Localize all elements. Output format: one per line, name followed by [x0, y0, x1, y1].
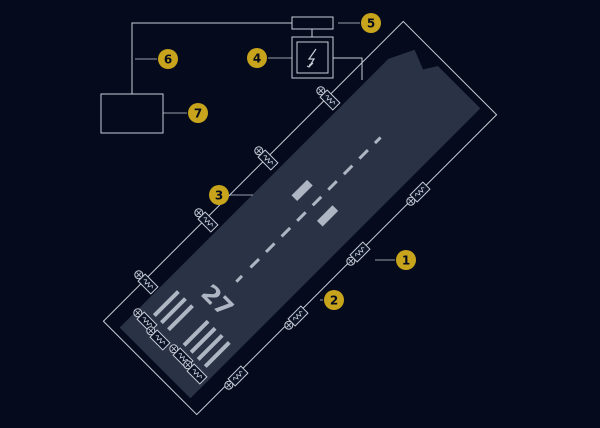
callout-6[interactable]: 6 — [158, 49, 178, 69]
runway-edge-light-icon — [254, 146, 279, 171]
runway-edge-light-icon — [406, 181, 431, 206]
callout-1[interactable]: 1 — [396, 250, 416, 270]
runway-edge-light-icon — [146, 326, 171, 351]
runway-border — [102, 20, 498, 416]
runway-edge-light-icon — [224, 365, 249, 390]
runway-edge-light-icon — [316, 86, 341, 111]
callout-5-label: 5 — [367, 17, 375, 31]
callout-3-label: 3 — [215, 189, 223, 203]
control-cabinet — [100, 93, 164, 134]
callout-6-label: 6 — [164, 53, 172, 67]
centerline — [235, 136, 382, 283]
runway-surface — [119, 49, 481, 399]
lightning-protection-box — [291, 36, 334, 79]
runway: 27 — [102, 20, 498, 416]
runway-edge-light-icon — [194, 208, 219, 233]
callout-leaders — [135, 22, 395, 301]
threshold-markings — [152, 290, 231, 368]
callout-7-label: 7 — [194, 107, 202, 121]
callout-4[interactable]: 4 — [247, 48, 267, 68]
callout-1-label: 1 — [402, 254, 410, 268]
runway-edge-light-icon — [134, 270, 159, 295]
runway-edge-light-icon — [284, 305, 309, 330]
runway-edge-light-icon — [346, 241, 371, 266]
control-wiring — [131, 22, 363, 94]
aiming-point-marking-right — [316, 205, 339, 227]
callout-4-label: 4 — [253, 52, 261, 66]
callout-3[interactable]: 3 — [209, 185, 229, 205]
callout-2[interactable]: 2 — [324, 290, 344, 310]
aiming-point-marking-left — [291, 179, 313, 202]
callout-2-label: 2 — [330, 294, 338, 308]
lightning-bolt-icon — [307, 48, 317, 68]
power-supply-box — [291, 16, 334, 30]
runway-edge-light-icon — [183, 360, 208, 385]
edge-lights — [133, 86, 431, 390]
callout-5[interactable]: 5 — [361, 13, 381, 33]
callout-7[interactable]: 7 — [188, 103, 208, 123]
